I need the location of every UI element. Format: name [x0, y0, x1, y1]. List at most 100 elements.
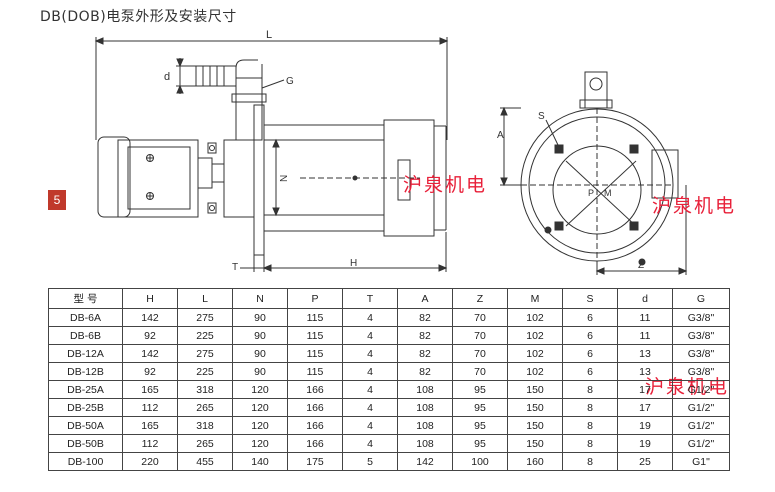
label-G: G — [286, 76, 294, 87]
cell-P: 166 — [287, 434, 343, 453]
cell-G: G1/2" — [672, 398, 730, 417]
cell-P: 115 — [287, 344, 343, 363]
cell-S: 8 — [562, 434, 618, 453]
cell-d: 17 — [617, 398, 673, 417]
cell-model: DB-12B — [48, 362, 123, 381]
cell-L: 275 — [177, 344, 233, 363]
pump-dimension-drawing: L — [94, 29, 688, 275]
cell-M: 160 — [507, 452, 563, 471]
cell-Z: 70 — [452, 326, 508, 345]
cell-A: 108 — [397, 398, 453, 417]
cell-M: 150 — [507, 416, 563, 435]
cell-N: 120 — [232, 398, 288, 417]
header-S: S — [562, 288, 618, 309]
cell-S: 8 — [562, 452, 618, 471]
cell-H: 142 — [122, 344, 178, 363]
cell-G: G3/8" — [672, 344, 730, 363]
label-T: T — [232, 262, 238, 273]
cell-M: 150 — [507, 398, 563, 417]
cell-G: G3/8" — [672, 326, 730, 345]
cell-A: 108 — [397, 434, 453, 453]
label-L: L — [266, 29, 272, 41]
cell-N: 90 — [232, 362, 288, 381]
header-H: H — [122, 288, 178, 309]
cell-L: 265 — [177, 398, 233, 417]
watermark-2: 沪泉机电 — [652, 195, 737, 217]
cell-T: 4 — [342, 308, 398, 327]
cell-model: DB-50B — [48, 434, 123, 453]
cell-M: 102 — [507, 344, 563, 363]
cell-G: G3/8" — [672, 362, 730, 381]
cell-Z: 70 — [452, 308, 508, 327]
cell-P: 115 — [287, 326, 343, 345]
cell-model: DB-25B — [48, 398, 123, 417]
cell-H: 112 — [122, 434, 178, 453]
cell-G: G1" — [672, 452, 730, 471]
cell-Z: 95 — [452, 398, 508, 417]
cell-S: 6 — [562, 326, 618, 345]
cell-model: DB-6B — [48, 326, 123, 345]
label-N: N — [279, 175, 290, 182]
cell-L: 225 — [177, 362, 233, 381]
cell-L: 318 — [177, 380, 233, 399]
cell-P: 166 — [287, 416, 343, 435]
cell-P: 115 — [287, 308, 343, 327]
cell-H: 142 — [122, 308, 178, 327]
cell-T: 4 — [342, 344, 398, 363]
page-title: DB(DOB)电泵外形及安装尺寸 — [40, 9, 237, 25]
label-Z: Z — [638, 260, 644, 271]
cell-M: 102 — [507, 308, 563, 327]
cell-G: G1/2" — [672, 434, 730, 453]
label-H: H — [350, 258, 357, 269]
cell-H: 112 — [122, 398, 178, 417]
cell-L: 265 — [177, 434, 233, 453]
header-T: T — [342, 288, 398, 309]
cell-d: 25 — [617, 452, 673, 471]
header-model: 型 号 — [48, 288, 123, 309]
cell-H: 220 — [122, 452, 178, 471]
cell-A: 142 — [397, 452, 453, 471]
cell-model: DB-50A — [48, 416, 123, 435]
cell-H: 92 — [122, 326, 178, 345]
cell-T: 4 — [342, 398, 398, 417]
cell-S: 8 — [562, 380, 618, 399]
cell-N: 120 — [232, 434, 288, 453]
cell-d: 11 — [617, 308, 673, 327]
cell-M: 102 — [507, 362, 563, 381]
cell-L: 455 — [177, 452, 233, 471]
label-M: M — [604, 188, 612, 198]
cell-N: 120 — [232, 416, 288, 435]
cell-model: DB-25A — [48, 380, 123, 399]
cell-H: 165 — [122, 380, 178, 399]
cell-T: 4 — [342, 416, 398, 435]
cell-G: G1/2" — [672, 380, 730, 399]
cell-S: 6 — [562, 344, 618, 363]
cell-d: 17 — [617, 380, 673, 399]
cell-M: 150 — [507, 380, 563, 399]
cell-N: 140 — [232, 452, 288, 471]
header-L: L — [177, 288, 233, 309]
cell-A: 108 — [397, 416, 453, 435]
cell-A: 82 — [397, 362, 453, 381]
cell-Z: 95 — [452, 434, 508, 453]
cell-M: 150 — [507, 434, 563, 453]
cell-N: 90 — [232, 308, 288, 327]
cell-L: 275 — [177, 308, 233, 327]
cell-T: 5 — [342, 452, 398, 471]
cell-T: 4 — [342, 326, 398, 345]
cell-P: 115 — [287, 362, 343, 381]
header-P: P — [287, 288, 343, 309]
cell-A: 82 — [397, 308, 453, 327]
header-M: M — [507, 288, 563, 309]
table-header-row: 型 号 H L N P T A Z M S d G — [48, 288, 730, 309]
cell-G: G1/2" — [672, 416, 730, 435]
label-P: P — [588, 188, 594, 198]
